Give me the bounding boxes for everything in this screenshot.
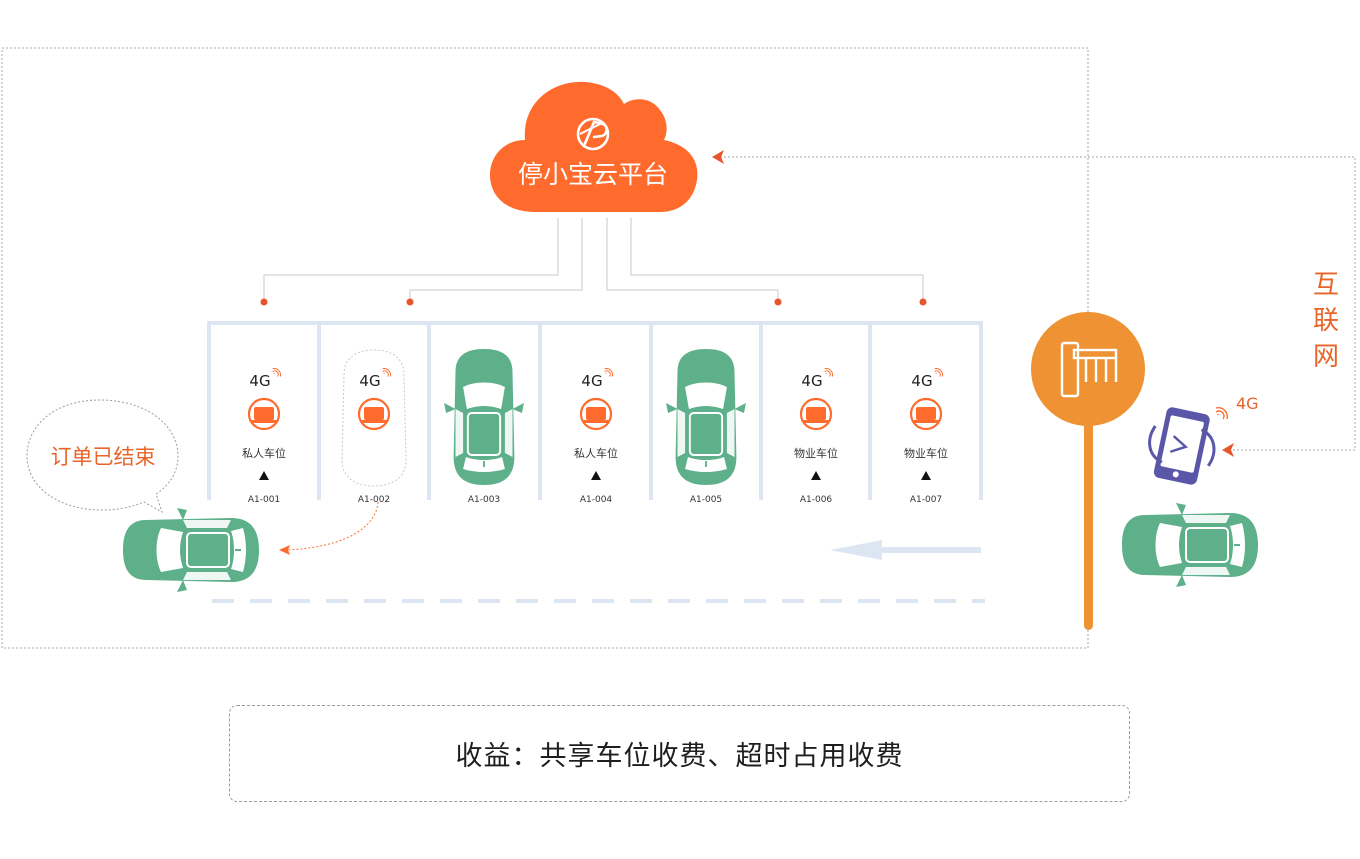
parking-space-A1-003: A1-003	[443, 348, 525, 505]
parking-logo-icon	[576, 117, 610, 151]
space-signal-label: 4G	[359, 372, 380, 390]
signal-icon	[824, 368, 833, 377]
bubble-text: 订单已结束	[51, 445, 156, 469]
parking-lock-icon	[799, 397, 833, 431]
space-type-label: 私人车位	[574, 446, 618, 460]
up-triangle-icon	[811, 471, 821, 480]
space-signal-label: 4G	[911, 372, 932, 390]
signal-icon	[934, 368, 943, 377]
departure-path	[284, 501, 379, 551]
barrier-gate-icon	[1060, 341, 1118, 398]
up-triangle-icon	[591, 471, 601, 480]
cloud-connectors	[263, 218, 924, 300]
internet-link	[716, 156, 1356, 451]
space-signal-label: 4G	[581, 372, 602, 390]
network-label-1: 互	[1313, 270, 1339, 300]
leaving-car	[122, 507, 260, 593]
phone-signal-icon	[1215, 407, 1228, 420]
space-id-label: A1-007	[910, 495, 942, 505]
space-id-label: A1-004	[580, 495, 613, 505]
space-id-label: A1-002	[358, 495, 390, 505]
arrow-head-icon	[1222, 443, 1234, 457]
cloud-title: 停小宝云平台	[518, 160, 668, 189]
phone-signal-label: 4G	[1236, 394, 1259, 413]
network-label-2: 联	[1313, 306, 1339, 336]
space-id-label: A1-006	[800, 495, 833, 505]
parking-lock-icon	[247, 397, 281, 431]
parking-space-A1-001: 4G 私人车位 A1-001	[242, 368, 286, 505]
space-id-label: A1-003	[468, 495, 500, 505]
space-type-label: 私人车位	[242, 446, 286, 460]
parking-lock-icon	[909, 397, 943, 431]
cloud-platform: 停小宝云平台	[490, 81, 698, 213]
summary-box: 收益：共享车位收费、超时占用收费	[229, 705, 1130, 802]
arriving-car	[1121, 502, 1259, 588]
signal-icon	[604, 368, 613, 377]
departed-car-outline	[341, 349, 407, 487]
space-signal-label: 4G	[801, 372, 822, 390]
parking-space-A1-005: A1-005	[665, 348, 747, 505]
summary-text: 收益：共享车位收费、超时占用收费	[455, 741, 904, 772]
network-label-3: 网	[1313, 342, 1339, 372]
signal-icon	[382, 368, 391, 377]
parking-lines	[207, 321, 983, 500]
barrier-gate	[1031, 312, 1145, 630]
up-triangle-icon	[921, 471, 931, 480]
space-type-label: 物业车位	[904, 446, 948, 460]
parking-space-A1-004: 4G 私人车位 A1-004	[574, 368, 618, 505]
smartphone-rotate-icon	[1148, 407, 1216, 485]
space-id-label: A1-005	[690, 495, 722, 505]
parking-space-A1-007: 4G 物业车位 A1-007	[904, 368, 948, 505]
parking-lock-icon	[357, 397, 391, 431]
parking-space-A1-006: 4G 物业车位 A1-006	[794, 368, 838, 505]
up-triangle-icon	[259, 471, 269, 480]
arrow-head-icon	[279, 545, 290, 555]
parking-space-A1-002: 4G A1-002	[341, 349, 407, 505]
space-signal-label: 4G	[249, 372, 270, 390]
parking-lock-icon	[579, 397, 613, 431]
signal-icon	[272, 368, 281, 377]
parking-spaces: 4G 私人车位 A1-001 4G A1-002 A1-003 4G 私人车位 A1-004 A1…	[242, 348, 948, 505]
parked-car	[443, 348, 525, 486]
parked-car	[665, 348, 747, 486]
space-id-label: A1-001	[248, 495, 280, 505]
direction-arrow-icon	[830, 540, 981, 560]
arrow-head-icon	[712, 150, 724, 164]
order-finished-bubble: 订单已结束	[26, 399, 179, 514]
space-type-label: 物业车位	[794, 446, 838, 460]
connector-dots	[260, 298, 927, 306]
